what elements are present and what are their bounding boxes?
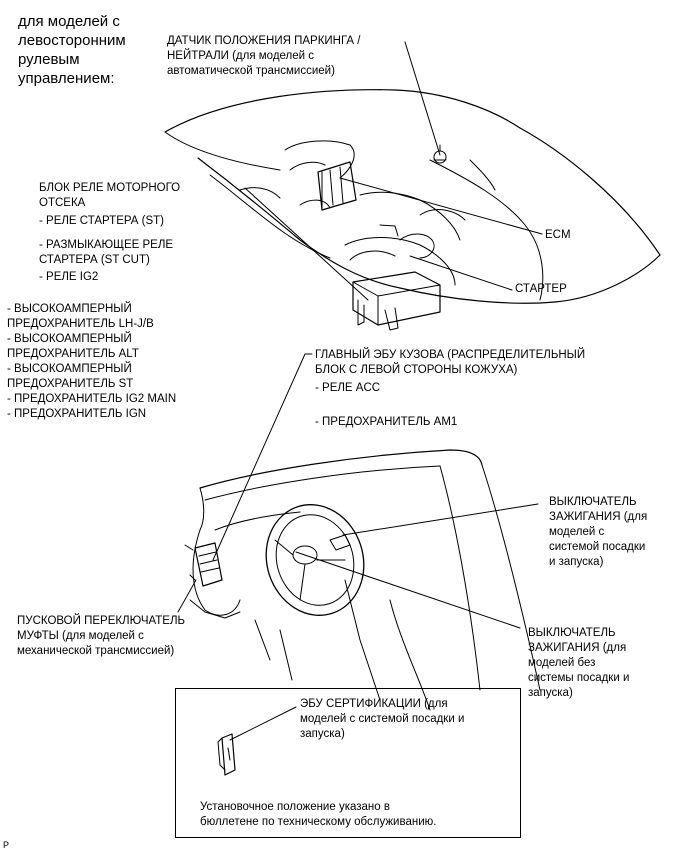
leader-engine-relay-block — [244, 187, 369, 301]
cert-ecu-label: ЭБУ СЕРТИФИКАЦИИ (для моделей с системой… — [300, 698, 465, 740]
leader-park-neutral-sensor — [404, 41, 441, 156]
leader-ignition-switch-no-smart — [295, 551, 521, 629]
starter-cut-relay-label: - РАЗМЫКАЮЩЕЕ РЕЛЕ СТАРТЕРА (ST CUT) — [39, 239, 174, 266]
ig2-relay-label: - РЕЛЕ IG2 — [39, 271, 99, 283]
leader-cert-ecu — [229, 706, 297, 741]
starter-relay-label: - РЕЛЕ СТАРТЕРА (ST) — [39, 215, 164, 227]
starter-label: СТАРТЕР — [515, 283, 567, 295]
dashboard-drawing — [184, 449, 541, 711]
leader-clutch-start-switch — [177, 579, 197, 613]
ecm-label: ECM — [545, 229, 571, 241]
ignition-switch-smart-label: ВЫКЛЮЧАТЕЛЬ ЗАЖИГАНИЯ (для моделей с сис… — [549, 496, 648, 568]
leader-starter — [409, 255, 513, 291]
acc-relay-label: - РЕЛЕ ACC — [315, 382, 381, 394]
corner-mark: P — [3, 840, 10, 850]
engine-bay-drawing — [164, 89, 661, 331]
engine-relay-block-label: БЛОК РЕЛЕ МОТОРНОГО ОТСЕКА — [39, 182, 181, 209]
fuses-label: - ВЫСОКОАМПЕРНЫЙ ПРЕДОХРАНИТЕЛЬ LH-J/B -… — [7, 303, 177, 420]
inset-note: Установочное положение указано в бюллете… — [200, 801, 437, 828]
am1-fuse-label: - ПРЕДОХРАНИТЕЛЬ AM1 — [315, 416, 458, 428]
cert-ecu-drawing — [217, 733, 236, 776]
models-note: для моделей с левосторонним рулевым упра… — [18, 13, 126, 87]
clutch-start-switch-label: ПУСКОВОЙ ПЕРЕКЛЮЧАТЕЛЬ МУФТЫ (для моделе… — [17, 615, 186, 657]
cert-ecu-inset — [175, 688, 521, 838]
main-body-ecu-label: ГЛАВНЫЙ ЭБУ КУЗОВА (РАСПРЕДЕЛИТЕЛЬНЫЙ БЛ… — [315, 349, 586, 376]
ignition-switch-no-smart-label: ВЫКЛЮЧАТЕЛЬ ЗАЖИГАНИЯ (для моделей без с… — [528, 627, 630, 699]
leader-ecm — [339, 177, 543, 235]
leader-ignition-switch-smart — [342, 503, 539, 536]
park-neutral-sensor-label: ДАТЧИК ПОЛОЖЕНИЯ ПАРКИНГА / НЕЙТРАЛИ (дл… — [167, 35, 361, 77]
leader-main-body-ecu — [212, 353, 313, 561]
leader-lines — [177, 41, 543, 741]
